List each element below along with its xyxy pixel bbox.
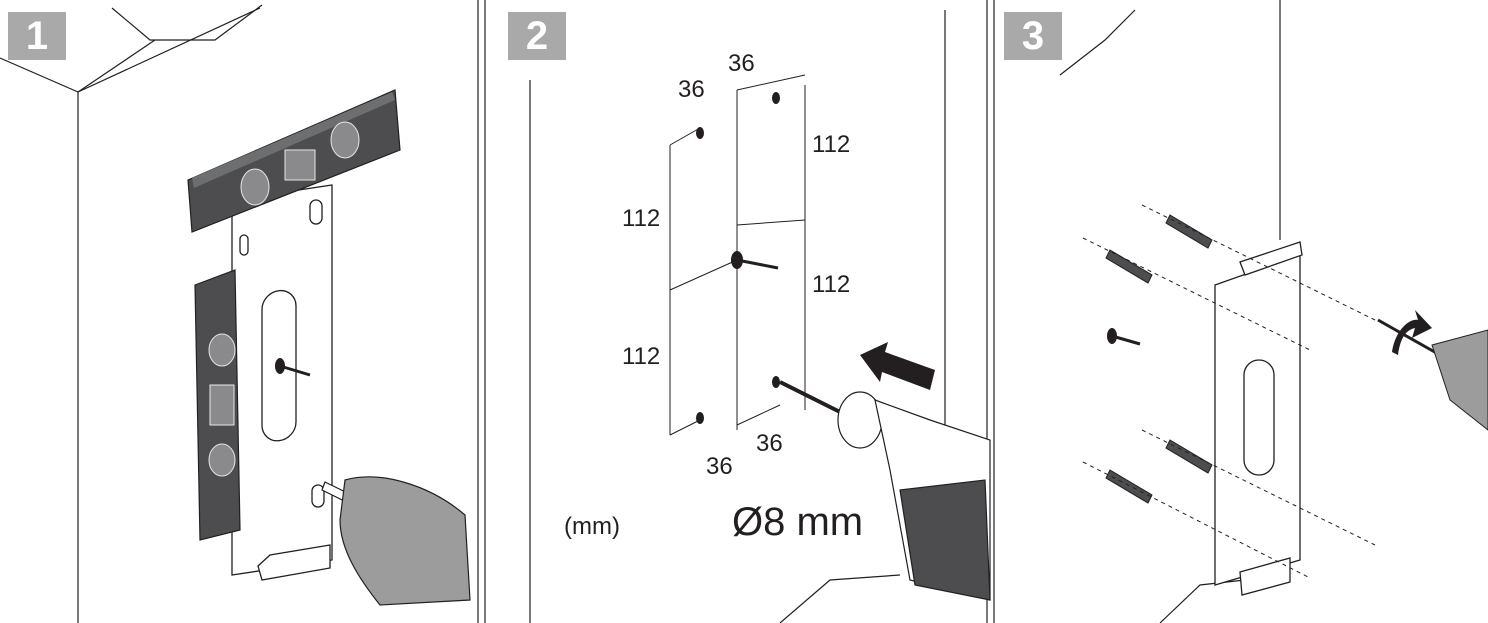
horizontal-spirit-level xyxy=(187,89,401,233)
mounting-bracket xyxy=(231,184,333,581)
dimension-bottom-spacing: 36 xyxy=(756,430,783,457)
dimension-top-spacing: 36 xyxy=(728,50,755,77)
step-badge-2: 2 xyxy=(508,12,566,60)
wall-corner xyxy=(0,4,263,623)
dimension-bottom-left: 36 xyxy=(706,453,733,480)
step-badge-3: 3 xyxy=(1004,12,1062,60)
hand-with-pencil xyxy=(321,476,471,606)
wall-outline xyxy=(529,10,946,623)
wall-cable xyxy=(275,358,311,377)
dimension-right-upper: 112 xyxy=(812,131,851,158)
drill-hole-marks xyxy=(696,92,780,424)
drill-direction-arrow xyxy=(860,342,935,390)
wall-anchors xyxy=(1105,214,1213,504)
rotation-arrow xyxy=(1392,310,1432,355)
screwdriver-hand xyxy=(1377,310,1488,431)
wall-cable xyxy=(731,251,779,270)
dimension-top-left: 36 xyxy=(678,76,705,103)
dimension-right-lower: 112 xyxy=(812,271,851,298)
panel-1-illustration xyxy=(0,4,471,623)
wall-cable xyxy=(1107,328,1141,346)
panel-dividers xyxy=(477,0,995,623)
step-badge-1: 1 xyxy=(8,12,66,60)
panel-3-illustration xyxy=(1059,0,1488,623)
wall-outline xyxy=(1059,0,1281,623)
dimension-left-upper: 112 xyxy=(622,205,661,232)
vertical-spirit-level xyxy=(194,269,241,541)
drill-size-label: Ø8 mm xyxy=(732,500,864,544)
mounting-bracket xyxy=(1214,241,1303,596)
dashed-guides xyxy=(1082,204,1376,579)
unit-label: (mm) xyxy=(564,513,620,540)
panel-2-illustration xyxy=(529,10,991,623)
dimension-left-lower: 112 xyxy=(622,343,661,370)
power-drill xyxy=(779,380,991,601)
